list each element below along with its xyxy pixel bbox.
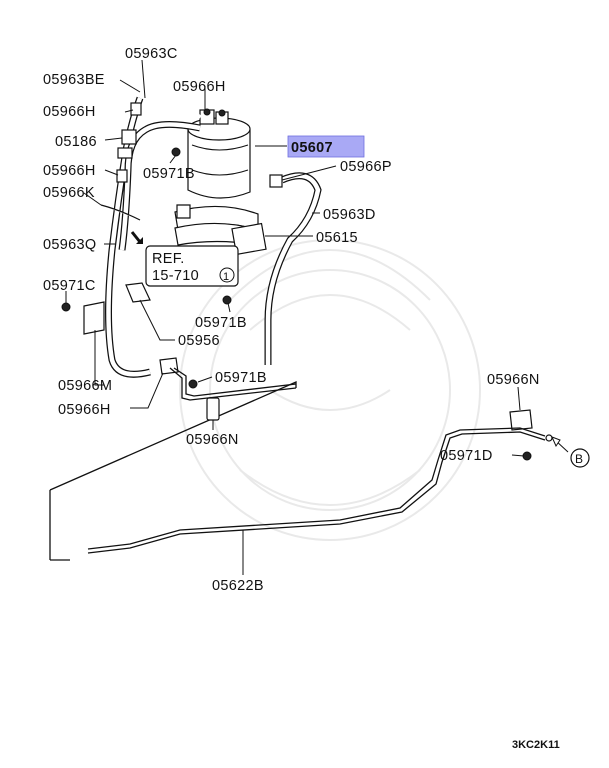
short-pipe bbox=[169, 367, 297, 401]
diagram-code: 3KC2K11 bbox=[512, 739, 560, 751]
callout-05971D: 05971D bbox=[440, 448, 493, 464]
callout-05971B-c: 05971B bbox=[215, 370, 267, 386]
callout-labels: 05963C 05963BE 05966H 05966H 05186 05966… bbox=[43, 46, 540, 594]
reference-mark: 1 bbox=[223, 271, 229, 283]
callout-05622B: 05622B bbox=[212, 578, 264, 594]
callout-05966M: 05966M bbox=[58, 378, 112, 394]
reference-box: REF. 15-710 1 bbox=[130, 231, 239, 287]
callout-05963D: 05963D bbox=[323, 207, 376, 223]
callout-05971C: 05971C bbox=[43, 278, 96, 294]
view-marker-label: B bbox=[575, 452, 583, 466]
fittings bbox=[61, 102, 533, 461]
callout-05966P: 05966P bbox=[340, 159, 392, 175]
callout-05971B-a: 05971B bbox=[143, 166, 195, 182]
callout-05966K: 05966K bbox=[43, 185, 95, 201]
fuel-line-panel bbox=[49, 381, 297, 561]
callout-05966N-b: 05966N bbox=[487, 372, 540, 388]
callout-05966H-upper: 05966H bbox=[43, 104, 96, 120]
view-marker: B bbox=[551, 436, 590, 468]
canister bbox=[187, 108, 251, 199]
reference-page: 15-710 bbox=[152, 268, 199, 284]
callout-05963Q: 05963Q bbox=[43, 237, 96, 253]
callout-05186: 05186 bbox=[55, 134, 97, 150]
callout-05963C: 05963C bbox=[125, 46, 178, 62]
callout-05607: 05607 bbox=[291, 140, 333, 156]
callout-05615: 05615 bbox=[316, 230, 358, 246]
canister-bracket bbox=[174, 204, 267, 256]
watermark-emblem bbox=[179, 239, 481, 541]
callout-05966N-a: 05966N bbox=[186, 432, 239, 448]
highlight-05607 bbox=[287, 135, 365, 158]
hose-05963D bbox=[264, 172, 322, 365]
leader-lines bbox=[65, 59, 525, 575]
callout-05963BE: 05963BE bbox=[43, 72, 105, 88]
callout-05956: 05956 bbox=[178, 333, 220, 349]
callout-05966H-low: 05966H bbox=[58, 402, 111, 418]
fuel-line-05622B bbox=[87, 427, 553, 554]
callout-05966H-top: 05966H bbox=[173, 79, 226, 95]
callout-05971B-b: 05971B bbox=[195, 315, 247, 331]
callout-05966H-left: 05966H bbox=[43, 163, 96, 179]
reference-label: REF. bbox=[152, 251, 185, 267]
